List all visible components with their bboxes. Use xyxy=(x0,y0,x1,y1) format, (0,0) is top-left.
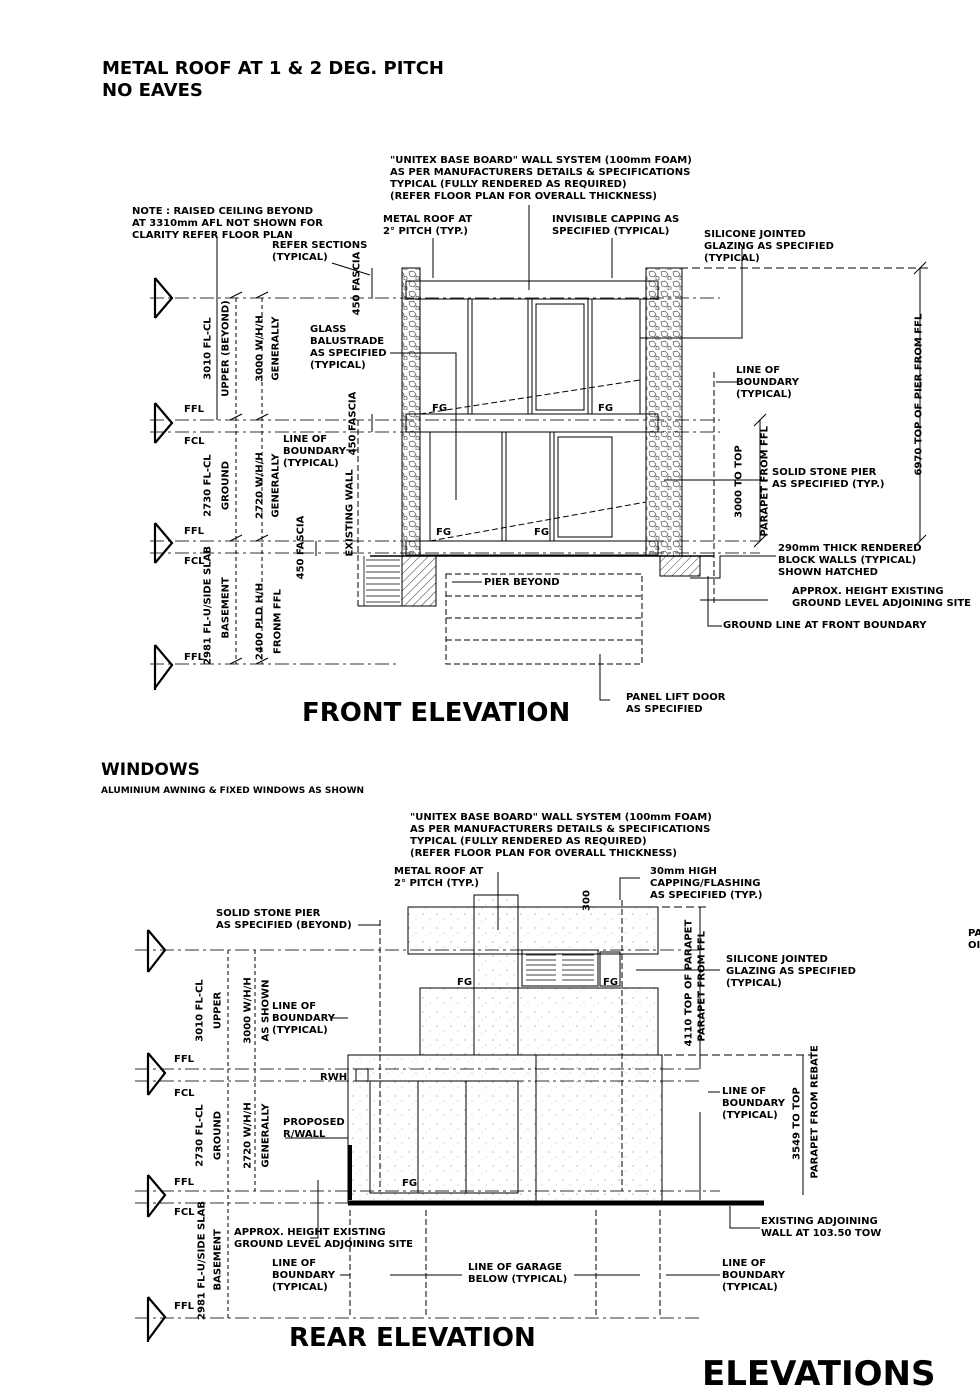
roof-note-line1: METAL ROOF AT 1 & 2 DEG. PITCH xyxy=(102,58,444,79)
front-dim-upper-generally: GENERALLY xyxy=(270,316,282,381)
front-dim-parapet-top: 3000 TO TOP xyxy=(733,445,745,518)
front-dim-fascia-mid: 450 FASCIA xyxy=(347,391,359,456)
rear-note-unitex: "UNITEX BASE BOARD" WALL SYSTEM (100mm F… xyxy=(410,812,712,859)
front-level-fcl-basement: FCL xyxy=(184,556,205,567)
rear-dim-parapet-fromffl: PARAPET FROM FFL xyxy=(696,930,708,1042)
front-dim-parapet-fromffl: PARAPET FROM FFL xyxy=(759,425,771,537)
front-note-unitex: "UNITEX BASE BOARD" WALL SYSTEM (100mm F… xyxy=(390,155,692,202)
front-note-pier-beyond: PIER BEYOND xyxy=(484,577,560,588)
rear-dim-upper-flcl: 3010 FL-CL xyxy=(194,979,206,1042)
front-dim-upper-label: UPPER (BEYOND) xyxy=(220,300,232,397)
front-level-ffl-basement: FFL xyxy=(184,652,205,663)
front-fg-tag: FG xyxy=(432,403,448,414)
front-fg-tag: FG xyxy=(436,527,452,538)
rear-level-fcl-basement: FCL xyxy=(174,1207,195,1218)
rear-dim-base-label: BASEMENT xyxy=(212,1229,224,1291)
front-dim-fascia-base: 450 FASCIA xyxy=(295,515,307,580)
front-elevation-title: FRONT ELEVATION xyxy=(302,698,571,728)
rear-fg-tag: FG xyxy=(457,977,473,988)
windows-description: ALUMINIUM AWNING & FIXED WINDOWS AS SHOW… xyxy=(101,786,365,796)
front-dim-base-label: BASEMENT xyxy=(220,577,232,639)
edge-fragment-bottom: OI xyxy=(968,940,980,951)
front-dim-ground-generally: GENERALLY xyxy=(270,453,282,518)
rear-dim-capping-300: 300 xyxy=(581,890,593,911)
front-note-sections: REFER SECTIONS(TYPICAL) xyxy=(272,240,368,263)
front-level-fcl-ground: FCL xyxy=(184,436,205,447)
rear-dim-ground-label: GROUND xyxy=(212,1110,224,1161)
front-fg-tag: FG xyxy=(534,527,550,538)
rear-fg-tag: FG xyxy=(603,977,619,988)
rear-dim-ground-generally: GENERALLY xyxy=(260,1103,272,1168)
edge-fragment-top: PA xyxy=(968,928,980,939)
front-dim-fascia-top: 450 FASCIA xyxy=(351,251,363,316)
front-dim-ground-label: GROUND xyxy=(220,460,232,511)
rear-dim-upper-asshown: AS SHOWN xyxy=(260,979,272,1042)
rear-note-rwh: RWH xyxy=(320,1072,348,1083)
rear-level-ffl-ground: FFL xyxy=(174,1177,195,1188)
rear-dim-base-flu: 2981 FL-U/SIDE SLAB xyxy=(196,1201,208,1320)
rear-fg-tag: FG xyxy=(402,1178,418,1189)
rear-dim-ground-wh: 2720 W/H/H xyxy=(242,1102,254,1169)
front-note-ground-line: GROUND LINE AT FRONT BOUNDARY xyxy=(723,620,927,631)
front-dim-upper-wh: 3000 W/H/H xyxy=(254,315,266,382)
rear-dim-parapet-top: 4110 TOP OF PARAPET xyxy=(683,919,695,1047)
front-dim-existing-wall: EXISTING WALL xyxy=(344,469,356,557)
front-dim-base-flu: 2981 FL-U/SIDE SLAB xyxy=(202,546,214,665)
front-dim-ground-wh: 2720 W/H/H xyxy=(254,452,266,519)
windows-title: WINDOWS xyxy=(101,760,200,780)
rear-dim-upper-wh: 3000 W/H/H xyxy=(242,977,254,1044)
front-level-ffl-ground: FFL xyxy=(184,526,205,537)
front-dim-pier-top: 6970 TOP OF PIER FROM FFL xyxy=(913,313,925,476)
front-dim-base-fromffl: FRONM FFL xyxy=(272,589,284,654)
rear-dim-rebate-top: 3549 TO TOP xyxy=(791,1087,803,1160)
sheet-title-elevations: ELEVATIONS xyxy=(702,1354,936,1394)
front-dim-ground-flcl: 2730 FL-CL xyxy=(202,454,214,517)
rear-level-ffl-basement: FFL xyxy=(174,1301,195,1312)
rear-dim-rebate-label: PARAPET FROM REBATE xyxy=(809,1045,821,1179)
front-fg-tag: FG xyxy=(598,403,614,414)
rear-level-fcl-ground: FCL xyxy=(174,1088,195,1099)
rear-dim-ground-flcl: 2730 FL-CL xyxy=(194,1104,206,1167)
rear-dim-upper-label: UPPER xyxy=(212,991,224,1030)
rear-level-ffl-upper: FFL xyxy=(174,1054,195,1065)
front-dim-base-pld: 2400 PLD H/H xyxy=(254,582,266,661)
rear-elevation-title: REAR ELEVATION xyxy=(289,1323,536,1353)
front-dim-upper-flcl: 3010 FL-CL xyxy=(202,317,214,380)
front-level-ffl-upper: FFL xyxy=(184,404,205,415)
roof-note-line2: NO EAVES xyxy=(102,80,203,101)
